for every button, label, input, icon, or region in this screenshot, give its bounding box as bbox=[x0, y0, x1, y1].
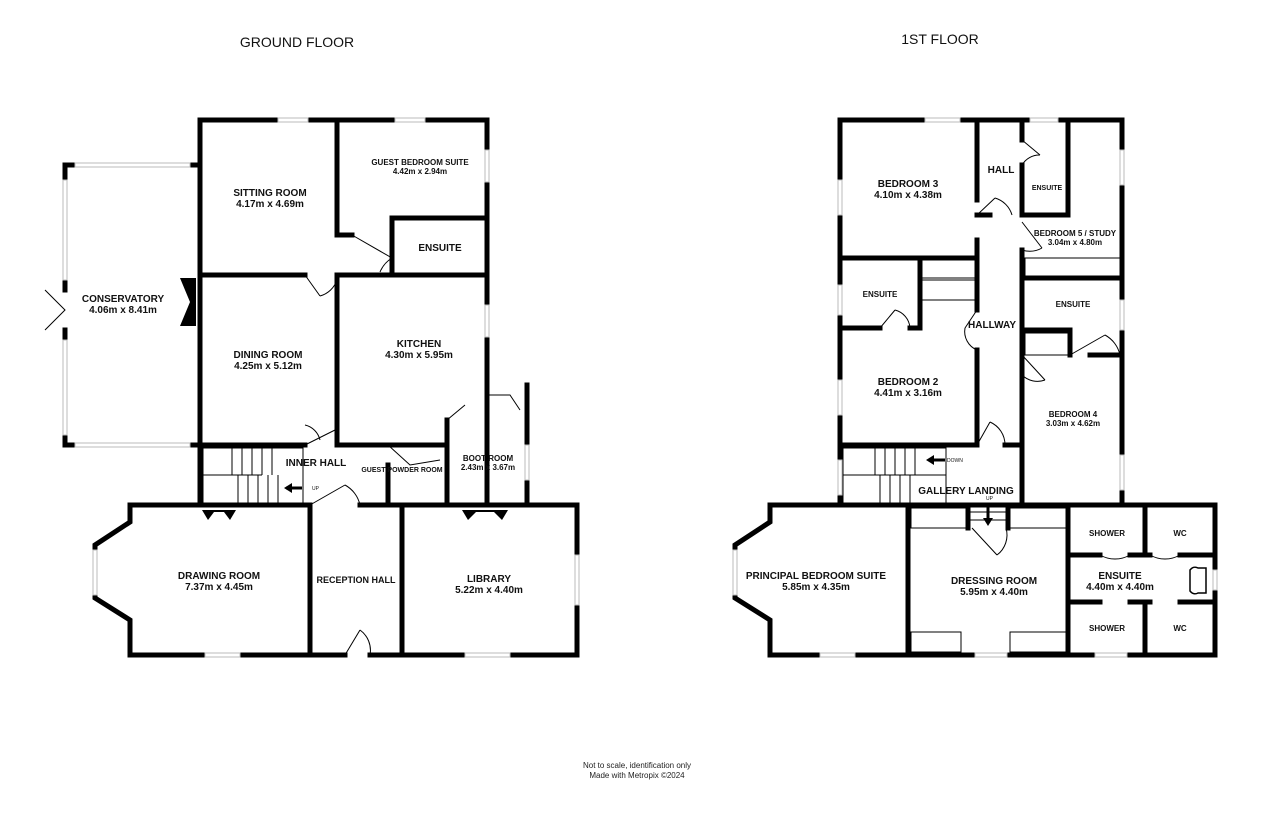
stairs-up-label: UP bbox=[312, 486, 320, 492]
dining-room-dims: 4.25m x 5.12m bbox=[234, 361, 302, 372]
guest-bedroom-suite-dims: 4.42m x 2.94m bbox=[393, 167, 447, 176]
guest-powder-room-label: GUEST POWDER ROOM bbox=[361, 467, 442, 474]
reception-hall-label: RECEPTION HALL bbox=[316, 575, 396, 585]
principal-ensuite-label: ENSUITE bbox=[1098, 571, 1142, 582]
hall-label: HALL bbox=[988, 165, 1015, 176]
bedroom-4-label: BEDROOM 4 bbox=[1049, 410, 1098, 419]
dining-room-label: DINING ROOM bbox=[234, 350, 303, 361]
bedroom-3-dims: 4.10m x 4.38m bbox=[874, 190, 942, 201]
ensuite-right-label: ENSUITE bbox=[1056, 300, 1091, 309]
wc-top-label: WC bbox=[1173, 529, 1187, 538]
drawing-room-label: DRAWING ROOM bbox=[178, 571, 260, 582]
shower-bottom-label: SHOWER bbox=[1089, 624, 1125, 633]
stairs-up-label-1f: UP bbox=[986, 496, 994, 502]
bedroom-3-label: BEDROOM 3 bbox=[878, 179, 939, 190]
ensuite-label: ENSUITE bbox=[418, 243, 462, 254]
sitting-room-label: SITTING ROOM bbox=[233, 188, 306, 199]
hallway-label: HALLWAY bbox=[968, 320, 1016, 331]
bedroom-5-label: BEDROOM 5 / STUDY bbox=[1034, 229, 1117, 238]
dressing-room-dims: 5.95m x 4.40m bbox=[960, 587, 1028, 598]
dressing-room-label: DRESSING ROOM bbox=[951, 576, 1037, 587]
first-floor-labels: BEDROOM 3 4.10m x 4.38m HALL ENSUITE BED… bbox=[746, 165, 1187, 633]
bedroom-5-dims: 3.04m x 4.80m bbox=[1048, 238, 1102, 247]
bedroom-4-dims: 3.03m x 4.62m bbox=[1046, 419, 1100, 428]
gallery-landing-label: GALLERY LANDING bbox=[918, 486, 1014, 497]
stairs-down-label: DOWN bbox=[947, 458, 963, 464]
principal-ensuite-dims: 4.40m x 4.40m bbox=[1086, 582, 1154, 593]
principal-bedroom-label: PRINCIPAL BEDROOM SUITE bbox=[746, 571, 887, 582]
bedroom-2-label: BEDROOM 2 bbox=[878, 377, 939, 388]
library-label: LIBRARY bbox=[467, 574, 511, 585]
first-floor-walls bbox=[732, 117, 1218, 658]
ensuite-left-label: ENSUITE bbox=[863, 290, 898, 299]
sitting-room-dims: 4.17m x 4.69m bbox=[236, 199, 304, 210]
drawing-room-dims: 7.37m x 4.45m bbox=[185, 582, 253, 593]
kitchen-label: KITCHEN bbox=[397, 339, 441, 350]
guest-bedroom-suite-label: GUEST BEDROOM SUITE bbox=[371, 158, 469, 167]
boot-room-dims: 2.43m x 3.67m bbox=[461, 463, 515, 472]
ground-floor-title: GROUND FLOOR bbox=[240, 34, 354, 50]
footer-credit: Made with Metropix ©2024 bbox=[589, 771, 685, 780]
principal-bedroom-dims: 5.85m x 4.35m bbox=[782, 582, 850, 593]
ground-floor-walls bbox=[44, 117, 580, 658]
bedroom-2-dims: 4.41m x 3.16m bbox=[874, 388, 942, 399]
boot-room-label: BOOT ROOM bbox=[463, 454, 514, 463]
ground-floor-labels: SITTING ROOM 4.17m x 4.69m GUEST BEDROOM… bbox=[82, 158, 523, 596]
kitchen-dims: 4.30m x 5.95m bbox=[385, 350, 453, 361]
library-dims: 5.22m x 4.40m bbox=[455, 585, 523, 596]
first-floor-title: 1ST FLOOR bbox=[901, 31, 979, 47]
shower-top-label: SHOWER bbox=[1089, 529, 1125, 538]
conservatory-label: CONSERVATORY bbox=[82, 294, 165, 305]
footer-disclaimer: Not to scale, identification only bbox=[583, 761, 691, 770]
conservatory-dims: 4.06m x 8.41m bbox=[89, 305, 157, 316]
wc-bottom-label: WC bbox=[1173, 624, 1187, 633]
ensuite-top-label: ENSUITE bbox=[1032, 185, 1063, 192]
inner-hall-label: INNER HALL bbox=[286, 458, 347, 469]
